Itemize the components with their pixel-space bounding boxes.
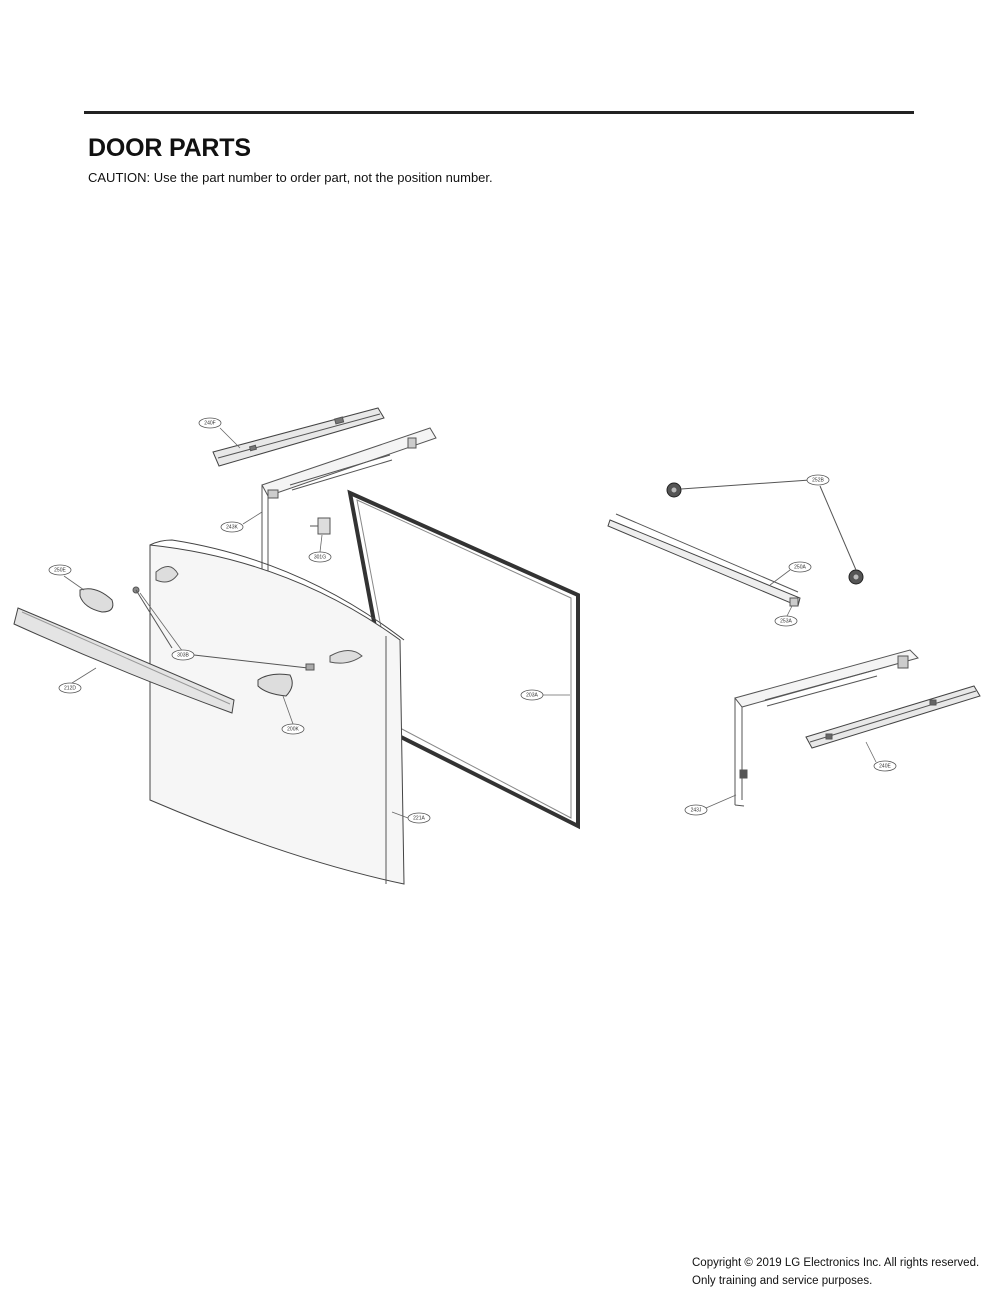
callout-243j: 243J (684, 804, 708, 816)
handle-cap-left-part (79, 588, 114, 613)
callout-252b: 252B (806, 474, 830, 486)
wire-harness-part (132, 586, 315, 671)
page-title: DOOR PARTS (88, 134, 251, 162)
callout-200k: 200K (281, 723, 305, 735)
callout-label: 240F (204, 420, 215, 426)
slide-rail-part (805, 685, 981, 749)
callout-250a: 250A (788, 561, 812, 573)
header-rule (84, 111, 914, 114)
callout-label: 301G (314, 554, 326, 560)
support-rod-part (607, 513, 801, 607)
callout-240e: 240E (873, 760, 897, 772)
callout-250e: 250E (48, 564, 72, 576)
door-panel-part (149, 539, 405, 885)
callout-203a: 203A (520, 689, 544, 701)
callout-label: 243K (226, 524, 238, 530)
callout-212d: 212D (58, 682, 82, 694)
callout-253a: 253A (774, 615, 798, 627)
callout-label: 243J (691, 807, 702, 813)
callout-label: 303B (177, 652, 189, 658)
callout-303b: 303B (171, 649, 195, 661)
top-rail-part (212, 407, 385, 467)
door-handle-part (13, 607, 235, 714)
callout-243k: 243K (220, 521, 244, 533)
callout-label: 221A (413, 815, 425, 821)
callout-label: 250A (794, 564, 806, 570)
right-frame-bracket-part (734, 649, 919, 807)
left-frame-bracket-part (261, 427, 437, 585)
callout-label: 212D (64, 685, 76, 691)
handle-cap-right-part (257, 673, 293, 697)
callout-label: 252B (812, 477, 824, 483)
callout-label: 253A (780, 618, 792, 624)
caution-note: CAUTION: Use the part number to order pa… (88, 170, 493, 185)
roller-wheels-part (666, 479, 864, 585)
callout-label: 250E (54, 567, 66, 573)
small-clip-part (310, 517, 331, 535)
callout-label: 200K (287, 726, 299, 732)
callout-221a: 221A (407, 812, 431, 824)
door-gasket-part (347, 489, 580, 830)
callout-301g: 301G (308, 551, 332, 563)
callout-label: 240E (879, 763, 891, 769)
callout-label: 203A (526, 692, 538, 698)
copyright-notice: Copyright © 2019 LG Electronics Inc. All… (692, 1257, 980, 1287)
callout-240f: 240F (198, 417, 222, 429)
